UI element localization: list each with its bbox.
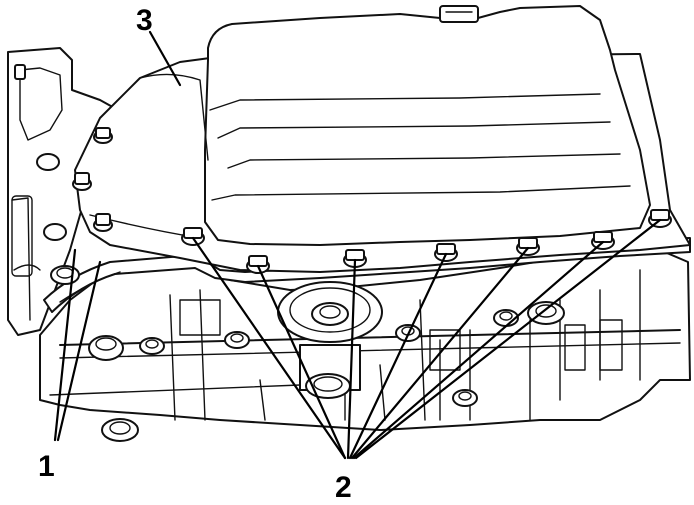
drain-plug	[439, 5, 479, 23]
engine-block	[7, 47, 691, 442]
oil-pan-bolt	[434, 243, 458, 262]
leader-lines	[53, 30, 662, 460]
oil-pan-bolt	[246, 255, 270, 274]
label-3: 3	[136, 4, 153, 37]
oil-pan-bolt	[648, 209, 672, 228]
label-2: 2	[335, 471, 352, 500]
label-1: 1	[38, 450, 55, 483]
left-casting-details	[14, 64, 80, 285]
oil-pan-bolt	[516, 237, 540, 256]
oil-pan-bolt	[93, 213, 113, 232]
oil-pan	[72, 5, 691, 274]
oil-pan-bolt	[93, 127, 113, 144]
oil-pump-housing	[277, 281, 383, 399]
block-boss	[88, 335, 124, 361]
oil-pan-bolt	[181, 227, 205, 246]
oil-pan-bolt	[72, 172, 92, 191]
oil-pan-bolt	[591, 231, 615, 250]
